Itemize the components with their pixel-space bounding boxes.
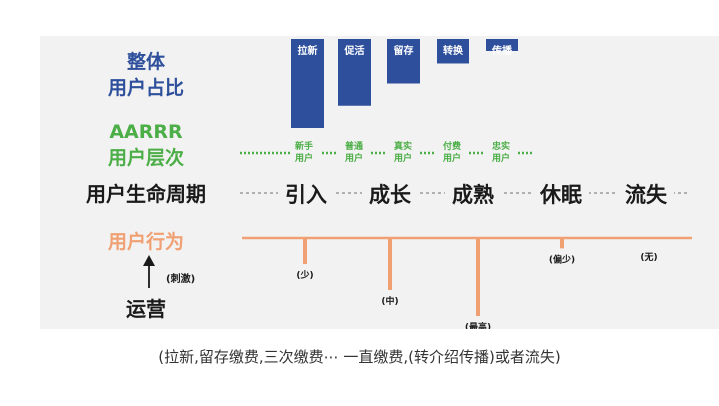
lifecycle-stage-label: 引入 [285,183,327,207]
lifecycle-stage-label: 流失 [625,183,668,207]
behavior-marker-label: (中) [381,295,398,307]
share-bar [387,39,420,84]
up-arrow-head [143,255,155,266]
user-level-label: 付费用户 [442,140,461,164]
lifecycle-stage-label: 成熟 [452,183,494,207]
share-bar [291,39,324,128]
lifecycle-stage-label: 休眠 [539,183,582,207]
share-bar [486,39,518,51]
user-level-label: 忠实用户 [491,140,510,164]
lifecycle-stage-bg [278,178,334,208]
behavior-marker-label: (少) [296,269,313,281]
behavior-bar [303,238,307,264]
user-level-label: 普通用户 [344,140,363,164]
stimulus-label: (刺激) [166,272,195,285]
user-level-label: 新手用户 [294,140,313,164]
behavior-label: 用户行为 [108,230,184,253]
behavior-bar [388,238,392,290]
share-bar-label: 传播 [491,44,513,57]
behavior-marker-label: (偏少) [549,253,575,265]
behavior-bar [476,238,480,316]
behavior-marker-label: (最高) [465,321,491,329]
share-bar [338,39,371,106]
lifecycle-stage-bg [362,178,418,208]
behavior-bar [560,238,564,249]
lifecycle-label: 用户生命周期 [86,182,206,206]
ops-label: 运营 [126,297,166,321]
lifecycle-stage-bg [533,178,589,208]
lifecycle-stage-bg [618,178,674,208]
user-level-label: 真实用户 [393,140,412,164]
share-bar-label: 留存 [394,44,414,57]
lifecycle-stage-label: 成长 [369,183,412,207]
caption: (拉新,留存缴费,三次缴费⋯ 一直缴费,(转介绍传播)或者流失) [158,348,561,366]
share-bar-label: 拉新 [298,44,318,57]
share-bar [437,39,469,64]
share-bar-label: 促活 [344,44,365,57]
share-bar-label: 转换 [443,44,464,57]
share-label: 整体用户占比 [108,50,184,99]
behavior-marker-label: (无) [640,252,657,263]
lifecycle-stage-bg [445,178,501,208]
